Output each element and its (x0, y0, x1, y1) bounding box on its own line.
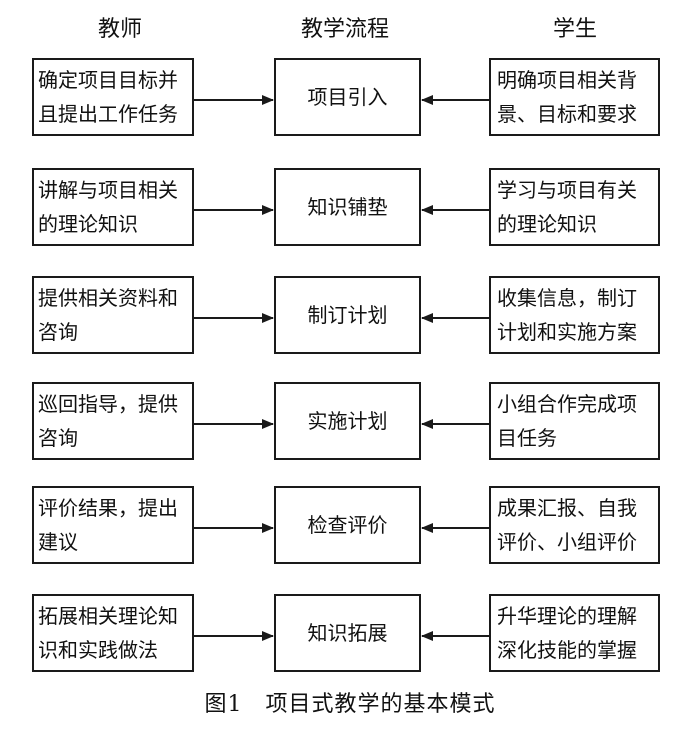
student-box: 明确项目相关背景、目标和要求 (489, 58, 660, 136)
student-box: 学习与项目有关的理论知识 (489, 168, 660, 246)
process-box: 项目引入 (274, 58, 421, 136)
student-column-header: 学生 (552, 17, 597, 42)
flow-row-1: 确定项目目标并且提出工作任务 项目引入 明确项目相关背景、目标和要求 (0, 58, 700, 140)
student-box: 收集信息，制订计划和实施方案 (489, 276, 660, 354)
flow-row-3: 提供相关资料和咨询 制订计划 收集信息，制订计划和实施方案 (0, 276, 700, 358)
teacher-column-header: 教师 (97, 17, 142, 42)
teacher-text: 提供相关资料和咨询 (38, 286, 178, 344)
student-box: 成果汇报、自我评价、小组评价 (489, 486, 660, 564)
flow-row-4: 巡回指导，提供咨询 实施计划 小组合作完成项目任务 (0, 382, 700, 464)
process-text: 制订计划 (307, 303, 388, 327)
process-text: 知识拓展 (307, 621, 388, 645)
student-text: 升华理论的理解深化技能的掌握 (497, 604, 637, 662)
process-box: 实施计划 (274, 382, 421, 460)
flow-row-2: 讲解与项目相关的理论知识 知识铺垫 学习与项目有关的理论知识 (0, 168, 700, 250)
process-box: 制订计划 (274, 276, 421, 354)
teacher-text: 讲解与项目相关的理论知识 (38, 178, 178, 236)
process-text: 检查评价 (307, 513, 388, 537)
flow-row-5: 评价结果，提出建议 检查评价 成果汇报、自我评价、小组评价 (0, 486, 700, 568)
student-text: 成果汇报、自我评价、小组评价 (497, 496, 637, 554)
student-text: 明确项目相关背景、目标和要求 (497, 68, 637, 126)
teacher-box: 评价结果，提出建议 (32, 486, 194, 564)
student-text: 收集信息，制订计划和实施方案 (497, 286, 637, 344)
flow-row-6: 拓展相关理论知识和实践做法 知识拓展 升华理论的理解深化技能的掌握 (0, 594, 700, 676)
teacher-box: 巡回指导，提供咨询 (32, 382, 194, 460)
process-box: 知识铺垫 (274, 168, 421, 246)
student-text: 学习与项目有关的理论知识 (497, 178, 637, 236)
teacher-text: 确定项目目标并且提出工作任务 (38, 68, 178, 126)
teacher-box: 讲解与项目相关的理论知识 (32, 168, 194, 246)
teacher-text: 巡回指导，提供咨询 (38, 392, 178, 450)
figure-caption: 图1 项目式教学的基本模式 (204, 692, 496, 717)
process-box: 知识拓展 (274, 594, 421, 672)
teacher-text: 评价结果，提出建议 (38, 496, 178, 554)
student-text: 小组合作完成项目任务 (497, 392, 637, 450)
process-box: 检查评价 (274, 486, 421, 564)
process-text: 项目引入 (307, 85, 388, 109)
student-box: 升华理论的理解深化技能的掌握 (489, 594, 660, 672)
student-box: 小组合作完成项目任务 (489, 382, 660, 460)
teacher-box: 提供相关资料和咨询 (32, 276, 194, 354)
teacher-box: 拓展相关理论知识和实践做法 (32, 594, 194, 672)
process-text: 知识铺垫 (307, 195, 388, 219)
process-text: 实施计划 (307, 409, 388, 433)
teacher-box: 确定项目目标并且提出工作任务 (32, 58, 194, 136)
teacher-text: 拓展相关理论知识和实践做法 (38, 604, 178, 662)
process-column-header: 教学流程 (300, 17, 389, 42)
